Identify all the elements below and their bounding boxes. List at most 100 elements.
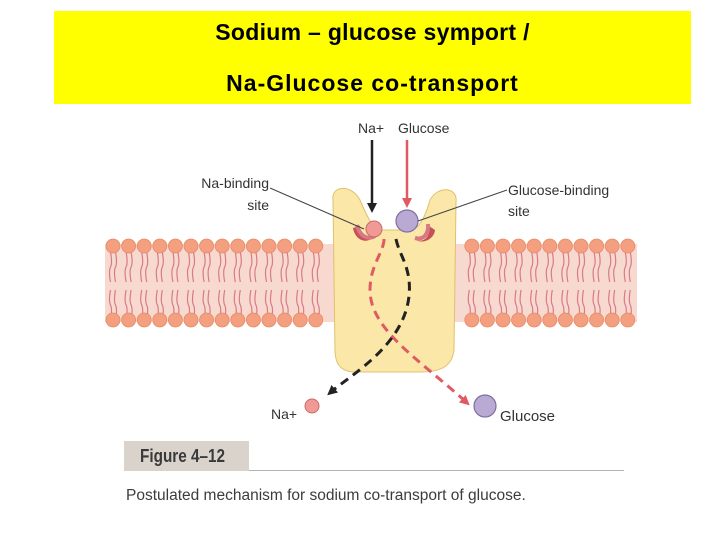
lipid-tail — [301, 251, 305, 283]
lipid-head — [558, 312, 573, 328]
lipid-tail — [597, 251, 601, 283]
lipid-head — [464, 312, 480, 328]
lipid-head — [479, 312, 495, 328]
lipid-head — [604, 312, 620, 328]
sodium-ion-released — [304, 398, 320, 414]
lipid-head — [214, 312, 230, 328]
lipid-tail — [160, 251, 164, 283]
label-na-top: Na+ — [358, 120, 384, 136]
figure-label: Figure 4–12 — [140, 446, 226, 466]
lipid-tail — [467, 251, 471, 283]
lipid-tail — [550, 251, 554, 283]
lipid-head — [479, 238, 495, 254]
lipid-tail — [628, 251, 632, 283]
label-glucose-binding-line1: Glucose-binding — [508, 182, 609, 198]
lipid-head — [245, 312, 261, 328]
lipid-tail — [218, 251, 222, 283]
lipid-tail — [202, 251, 206, 283]
lipid-tail — [498, 251, 503, 283]
lipid-tail — [176, 251, 180, 283]
glucose-binding-leader — [417, 189, 508, 222]
label-na-binding-line2: site — [247, 197, 269, 213]
label-glucose-top: Glucose — [398, 120, 450, 136]
lipid-tail — [254, 251, 258, 283]
lipid-head — [277, 238, 293, 254]
glucose-path-dashed — [368, 238, 470, 406]
sodium-path-dashed — [327, 238, 411, 396]
lipid-head — [152, 238, 168, 254]
lipid-head — [261, 312, 277, 328]
lipid-head — [121, 312, 137, 328]
lipid-tail — [613, 251, 617, 283]
lipid-head — [261, 238, 277, 254]
glucose-binding-pocket — [416, 226, 435, 242]
lipid-tail — [623, 251, 627, 283]
label-na-binding-line1: Na-binding — [201, 175, 269, 191]
lipid-head — [183, 312, 199, 328]
lipid-tail — [186, 251, 191, 283]
lipid-head — [199, 312, 215, 328]
lipid-tail — [238, 251, 242, 283]
lipid-head — [589, 238, 604, 254]
lipid-head — [136, 238, 152, 254]
lipid-head — [526, 312, 542, 328]
lipid-head — [121, 238, 137, 254]
label-glucose-binding-line2: site — [508, 203, 530, 219]
lipid-tail — [561, 251, 565, 283]
lipid-head — [542, 238, 558, 254]
lipid-tail — [145, 251, 149, 283]
lipid-tail — [285, 251, 289, 283]
lipid-head — [620, 312, 636, 328]
label-na-bottom: Na+ — [271, 406, 297, 422]
lipid-tail — [207, 251, 211, 283]
lipid-tail — [503, 251, 508, 283]
title-banner: Sodium – glucose symport / Na-Glucose co… — [54, 11, 691, 104]
lipid-tail — [124, 251, 128, 283]
glucose-molecule-released — [473, 394, 497, 418]
lipid-head — [464, 238, 480, 254]
lipid-tail — [191, 251, 196, 283]
lipid-head — [495, 238, 511, 254]
glucose-site-shadow — [414, 223, 431, 241]
lipid-head — [199, 238, 215, 254]
lipid-tail — [514, 251, 518, 283]
lipid-head — [167, 238, 183, 254]
lipid-head — [308, 238, 324, 254]
lipid-tail — [316, 251, 320, 283]
lipid-head — [573, 238, 589, 254]
title-line-1: Sodium – glucose symport / — [215, 19, 530, 45]
lipid-tail — [233, 251, 237, 283]
lipid-head — [105, 238, 121, 254]
lipid-tail — [581, 251, 586, 283]
lipid-tail — [269, 251, 274, 283]
lipid-tail — [545, 251, 549, 283]
lipid-head — [183, 238, 199, 254]
lipid-tail — [129, 251, 133, 283]
lipid-tail — [472, 251, 476, 283]
lipid-tail — [155, 251, 159, 283]
lipid-head — [558, 238, 573, 254]
figure-caption: Postulated mechanism for sodium co-trans… — [126, 487, 526, 504]
lipid-head — [495, 312, 511, 328]
lipid-tail — [280, 251, 284, 283]
lipid-tail — [311, 251, 315, 283]
lipid-head — [230, 312, 246, 328]
figure-rule — [249, 470, 624, 471]
lipid-head — [308, 312, 324, 328]
lipid-tail — [483, 251, 487, 283]
lipid-tail — [592, 251, 596, 283]
lipid-head — [526, 238, 542, 254]
lipid-tail — [264, 251, 269, 283]
lipid-head — [604, 238, 620, 254]
figure-label-box — [124, 441, 249, 471]
lipid-tail — [113, 251, 118, 283]
lipid-tail — [223, 251, 227, 283]
lipid-tail — [488, 251, 492, 283]
title-line-2: Na-Glucose co-transport — [226, 70, 519, 96]
lipid-head — [152, 312, 168, 328]
lipid-tail — [249, 251, 253, 283]
lipid-head — [511, 312, 526, 328]
glucose-molecule-bound — [395, 209, 419, 233]
lipid-tail — [519, 251, 523, 283]
